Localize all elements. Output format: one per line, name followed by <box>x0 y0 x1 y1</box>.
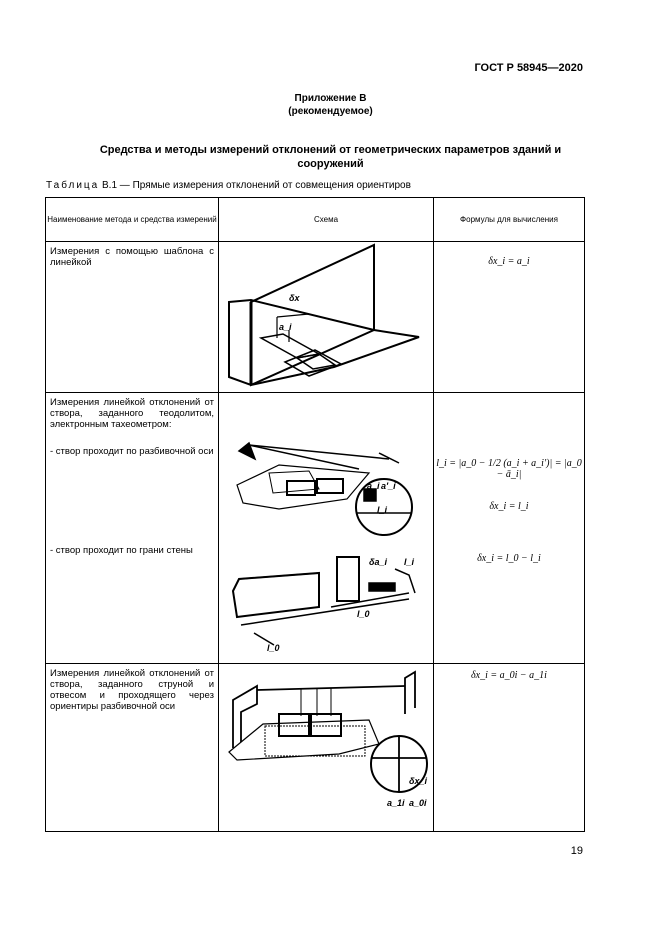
scheme-template-ruler: δx a_i <box>218 241 434 393</box>
scheme-label-li2: l_i <box>404 557 415 567</box>
scheme-string-plumb: δx_i a_1i a_0i <box>218 663 434 832</box>
table-row: Измерения линейкой отклонений от створа,… <box>45 663 585 832</box>
scheme-label-l0-2: l_0 <box>357 609 370 619</box>
method-name: Измерения линейкой отклонений от створа,… <box>45 663 219 832</box>
scheme-label-a0i: a_0i <box>409 798 427 808</box>
scheme-label-ai: a_i <box>279 322 292 332</box>
scheme-label-ai: a_i <box>367 481 380 491</box>
scheme-label-dx: δx <box>289 293 300 303</box>
scheme-label-li: l_i <box>377 505 388 515</box>
appendix-title: Приложение В <box>294 93 367 104</box>
caption-text: В.1 — Прямые измерения отклонений от сов… <box>99 180 411 191</box>
scheme-label-dai: δa_i <box>369 557 388 567</box>
page-number: 19 <box>570 845 583 857</box>
caption-prefix: Таблица <box>46 180 100 191</box>
formula: δx_i = l_0 − l_i <box>477 553 541 564</box>
method-name: Измерения линейкой отклонений от створа,… <box>50 397 214 430</box>
method-subitem: - створ проходит по грани стены <box>50 545 193 556</box>
formula: l_i = |a_0 − 1/2 (a_i + a_i′)| = |a_0 − … <box>436 458 582 480</box>
formula-cell: δx_i = a_0i − a_1i <box>433 663 585 832</box>
table-caption: Таблица В.1 — Прямые измерения отклонени… <box>46 180 411 191</box>
measurement-table: Наименование метода и средства измерений… <box>45 197 585 832</box>
method-subitem: - створ проходит по разбивочной оси <box>50 446 214 457</box>
table-header-row: Наименование метода и средства измерений… <box>45 197 585 242</box>
formula: δx_i = a_0i − a_1i <box>471 670 547 681</box>
scheme-theodolite: a_i a′_i l_i δa_i l_i l_0 l_0 <box>218 392 434 664</box>
table-row: Измерения линейкой отклонений от створа,… <box>45 392 585 664</box>
table-row: Измерения с помощью шаблона с линейкой δ… <box>45 241 585 393</box>
theodolite-diagram: a_i a′_i l_i δa_i l_i l_0 l_0 <box>231 441 416 653</box>
string-plumb-diagram: δx_i a_1i a_0i <box>228 670 428 808</box>
scheme-label-ai-prime: a′_i <box>381 481 396 491</box>
header-scheme: Схема <box>218 197 434 242</box>
section-title: Средства и методы измерений отклонений о… <box>99 144 562 170</box>
method-name: Измерения с помощью шаблона с линейкой <box>45 241 219 393</box>
scheme-label-l0: l_0 <box>267 643 280 653</box>
formula-cell: δx_i = a_i <box>433 241 585 393</box>
method-cell: Измерения линейкой отклонений от створа,… <box>45 392 219 664</box>
formula: δx_i = a_i <box>488 256 530 267</box>
template-diagram: δx a_i <box>228 243 420 387</box>
header-formulas: Формулы для вычисления <box>433 197 585 242</box>
standard-number: ГОСТ Р 58945—2020 <box>474 62 583 74</box>
scheme-label-dxi: δx_i <box>409 776 428 786</box>
appendix-subtitle: (рекомендуемое) <box>288 106 373 117</box>
header-method: Наименование метода и средства измерений <box>45 197 219 242</box>
formula-cell: l_i = |a_0 − 1/2 (a_i + a_i′)| = |a_0 − … <box>433 392 585 664</box>
scheme-label-a1i: a_1i <box>387 798 405 808</box>
appendix-heading: Приложение В (рекомендуемое) <box>0 92 661 118</box>
formula: δx_i = l_i <box>489 501 529 512</box>
